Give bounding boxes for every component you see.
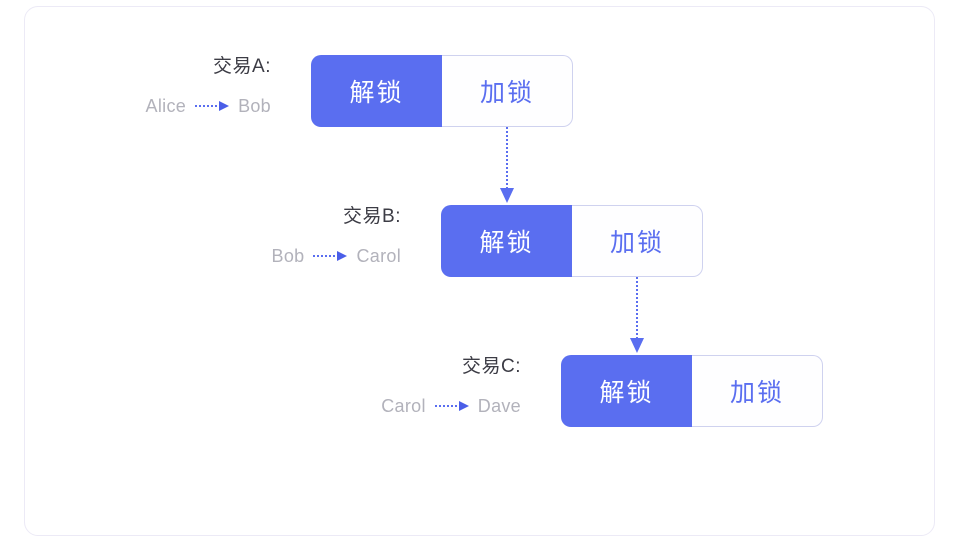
transaction-labels-a: 交易A: Alice Bob — [11, 55, 271, 117]
transaction-parties-b: Bob Carol — [141, 245, 401, 267]
transaction-title-c: 交易C: — [461, 356, 521, 377]
connector-shaft-a-to-b — [506, 127, 508, 189]
lock-segment-a[interactable]: 加锁 — [442, 55, 573, 127]
unlock-segment-c[interactable]: 解锁 — [561, 355, 692, 427]
transaction-row-a: 交易A: Alice Bob 解锁 加锁 — [51, 55, 573, 127]
transaction-parties-c: Carol Dave — [261, 395, 521, 417]
connector-shaft-b-to-c — [636, 277, 638, 339]
party-to-b: Carol — [356, 246, 401, 266]
script-pill-a: 解锁 加锁 — [311, 55, 573, 127]
party-arrow-icon-b — [313, 250, 348, 262]
transaction-row-c: 交易C: Carol Dave 解锁 加锁 — [301, 355, 823, 427]
transaction-parties-a: Alice Bob — [11, 95, 271, 117]
party-from-a: Alice — [145, 96, 187, 116]
connector-arrowhead-b-to-c — [630, 338, 644, 353]
transaction-labels-b: 交易B: Bob Carol — [141, 205, 401, 267]
party-to-a: Bob — [238, 96, 271, 116]
lock-segment-c[interactable]: 加锁 — [692, 355, 823, 427]
lock-segment-b[interactable]: 加锁 — [572, 205, 703, 277]
party-to-c: Dave — [477, 396, 521, 416]
connector-arrowhead-a-to-b — [500, 188, 514, 203]
transaction-title-b: 交易B: — [343, 206, 401, 227]
transaction-title-a: 交易A: — [213, 56, 271, 77]
unlock-segment-b[interactable]: 解锁 — [441, 205, 572, 277]
party-from-b: Bob — [271, 246, 305, 266]
script-pill-b: 解锁 加锁 — [441, 205, 703, 277]
unlock-segment-a[interactable]: 解锁 — [311, 55, 442, 127]
transaction-row-b: 交易B: Bob Carol 解锁 加锁 — [181, 205, 703, 277]
transaction-labels-c: 交易C: Carol Dave — [261, 355, 521, 417]
diagram-canvas: 交易A: Alice Bob 解锁 加锁 交易B: Bob Carol — [24, 6, 935, 536]
party-arrow-icon-a — [195, 100, 230, 112]
script-pill-c: 解锁 加锁 — [561, 355, 823, 427]
connector-arrow-b-to-c — [630, 277, 644, 353]
party-arrow-icon-c — [434, 400, 469, 412]
party-from-c: Carol — [381, 396, 426, 416]
connector-arrow-a-to-b — [500, 127, 514, 203]
